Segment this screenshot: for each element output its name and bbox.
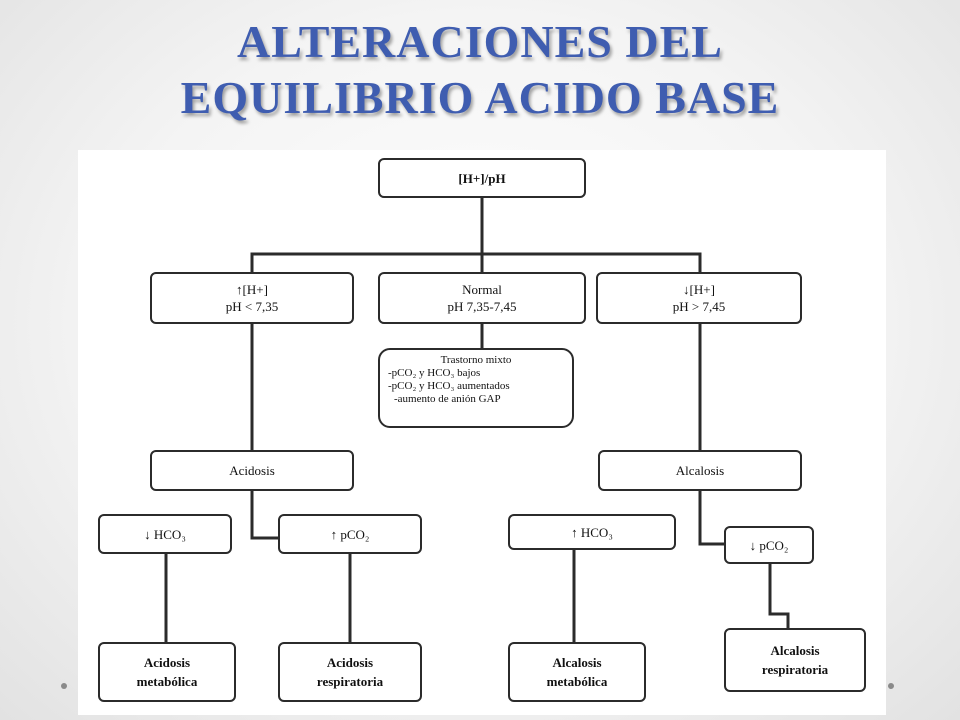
decorative-dot-right <box>888 683 894 689</box>
alk-high-hco3-node: ↑ HCO₃ <box>508 514 676 550</box>
alk-metabolic-line1: Alcalosis <box>552 655 602 670</box>
mixed-disorder-title: Trastorno mixto <box>440 354 512 366</box>
flowchart-panel: [H+]/pH ↑[H+] pH < 7,35 Normal pH 7,35-7… <box>78 150 886 715</box>
low-h-node: ↓[H+] pH > 7,45 <box>596 272 802 324</box>
normal-ph-label: pH 7,35-7,45 <box>447 299 517 314</box>
alk-low-pco2-node: ↓ pCO₂ <box>724 526 814 564</box>
high-ph-label: pH < 7,35 <box>225 299 279 314</box>
alk-metabolic-node: Alcalosis metabólica <box>508 642 646 702</box>
alk-low-pco2-label: ↓ pCO₂ <box>749 537 789 553</box>
mixed-disorder-node: Trastorno mixto -pCO₂ y HCO₃ bajos -pCO₂… <box>378 348 574 428</box>
alcalosis-node: Alcalosis <box>598 450 802 491</box>
alk-high-hco3-label: ↑ HCO₃ <box>571 524 613 540</box>
acid-low-hco3-label: ↓ HCO₃ <box>144 526 186 542</box>
normal-label: Normal <box>462 282 502 297</box>
slide-title: ALTERACIONES DEL EQUILIBRIO ACIDO BASE <box>0 14 960 126</box>
root-label: [H+]/pH <box>458 170 506 186</box>
acid-respiratory-line2: respiratoria <box>316 674 384 689</box>
connector-lines <box>164 196 790 644</box>
normal-node: Normal pH 7,35-7,45 <box>378 272 586 324</box>
acidosis-node: Acidosis <box>150 450 354 491</box>
connector-acidosis-split <box>250 489 280 540</box>
mixed-item: -pCO₂ y HCO₃ aumentados <box>388 380 510 392</box>
high-h-node: ↑[H+] pH < 7,35 <box>150 272 354 324</box>
title-line-1: ALTERACIONES DEL <box>237 16 723 67</box>
acid-metabolic-node: Acidosis metabólica <box>98 642 236 702</box>
acid-respiratory-line1: Acidosis <box>326 655 374 670</box>
low-h-label: ↓[H+] <box>683 282 715 297</box>
title-line-2: EQUILIBRIO ACIDO BASE <box>180 72 780 123</box>
alk-respiratory-node: Alcalosis respiratoria <box>724 628 866 692</box>
acid-high-pco2-label: ↑ pCO₂ <box>330 526 370 542</box>
low-ph-label: pH > 7,45 <box>672 299 726 314</box>
acid-metabolic-line2: metabólica <box>136 674 198 689</box>
alk-metabolic-line2: metabólica <box>546 674 608 689</box>
alk-respiratory-line2: respiratoria <box>761 662 829 677</box>
acid-respiratory-node: Acidosis respiratoria <box>278 642 422 702</box>
acid-metabolic-line1: Acidosis <box>143 655 191 670</box>
alk-respiratory-line1: Alcalosis <box>770 643 820 658</box>
alcalosis-label: Alcalosis <box>675 463 725 478</box>
acid-high-pco2-node: ↑ pCO₂ <box>278 514 422 554</box>
high-h-label: ↑[H+] <box>236 282 268 297</box>
root-node: [H+]/pH <box>378 158 586 198</box>
connector-alcalosis-split <box>698 489 726 546</box>
mixed-item: -aumento de anión GAP <box>394 393 501 405</box>
acid-low-hco3-node: ↓ HCO₃ <box>98 514 232 554</box>
connector-pco2-to-respiratory-alk <box>768 562 790 630</box>
decorative-dot-left <box>61 683 67 689</box>
mixed-item: -pCO₂ y HCO₃ bajos <box>388 367 481 379</box>
acidosis-label: Acidosis <box>229 463 275 478</box>
